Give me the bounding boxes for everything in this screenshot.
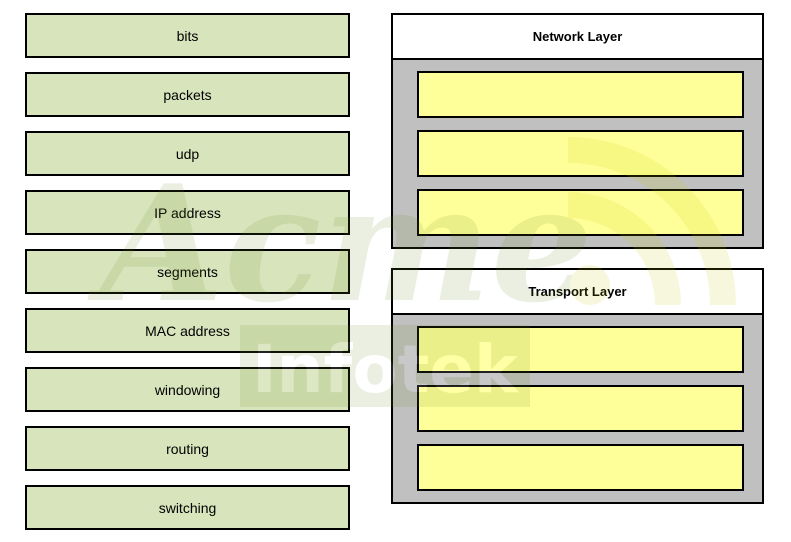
- transport-layer-slot-2[interactable]: [417, 385, 744, 432]
- network-layer-slot-2[interactable]: [417, 130, 744, 177]
- option-switching[interactable]: switching: [25, 485, 350, 530]
- option-packets[interactable]: packets: [25, 72, 350, 117]
- option-ip-address[interactable]: IP address: [25, 190, 350, 235]
- option-mac-address[interactable]: MAC address: [25, 308, 350, 353]
- option-udp[interactable]: udp: [25, 131, 350, 176]
- transport-layer-slot-3[interactable]: [417, 444, 744, 491]
- option-segments[interactable]: segments: [25, 249, 350, 294]
- transport-layer-title: Transport Layer: [391, 268, 764, 315]
- network-layer-slot-3[interactable]: [417, 189, 744, 236]
- option-windowing[interactable]: windowing: [25, 367, 350, 412]
- network-layer-title: Network Layer: [391, 13, 764, 60]
- network-layer-slot-1[interactable]: [417, 71, 744, 118]
- transport-layer-slot-1[interactable]: [417, 326, 744, 373]
- option-bits[interactable]: bits: [25, 13, 350, 58]
- option-routing[interactable]: routing: [25, 426, 350, 471]
